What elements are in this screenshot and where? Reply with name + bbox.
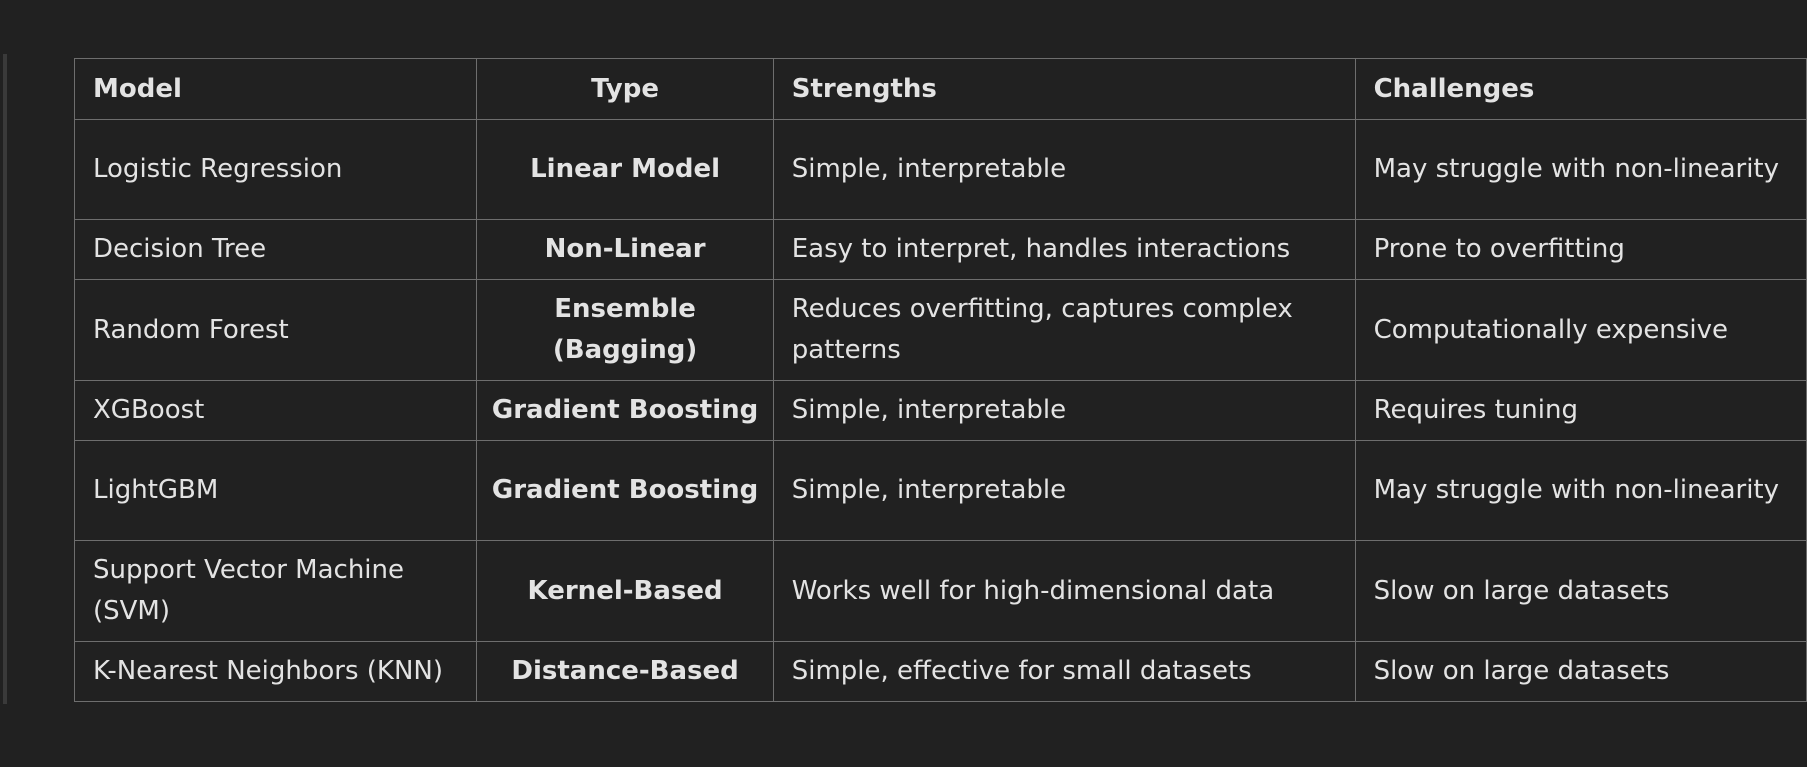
table-row: Support Vector Machine (SVM) Kernel-Base… (73, 540, 1807, 642)
cell-strengths: Simple, effective for small datasets (772, 641, 1356, 702)
cell-type: Ensemble (Bagging) (476, 279, 774, 381)
cell-model: LightGBM (73, 440, 478, 541)
cell-model: Logistic Regression (73, 119, 478, 220)
cell-type: Non-Linear (476, 219, 774, 280)
cell-strengths: Simple, interpretable (772, 380, 1356, 441)
cell-strengths: Simple, interpretable (772, 440, 1356, 541)
cell-type: Distance-Based (476, 641, 774, 702)
header-strengths: Strengths (772, 58, 1356, 120)
table-row: Decision Tree Non-Linear Easy to interpr… (73, 219, 1807, 280)
cell-model: Support Vector Machine (SVM) (73, 540, 478, 642)
cell-model: XGBoost (73, 380, 478, 441)
table-row: K-Nearest Neighbors (KNN) Distance-Based… (73, 641, 1807, 702)
cell-model: K-Nearest Neighbors (KNN) (73, 641, 478, 702)
cell-challenges: May struggle with non-linearity (1354, 440, 1807, 541)
cell-type: Kernel-Based (476, 540, 774, 642)
cell-challenges: May struggle with non-linearity (1354, 119, 1807, 220)
table-row: LightGBM Gradient Boosting Simple, inter… (73, 440, 1807, 541)
cell-challenges: Computationally expensive (1354, 279, 1807, 381)
cell-strengths: Simple, interpretable (772, 119, 1356, 220)
header-model: Model (73, 58, 478, 120)
table-row: Random Forest Ensemble (Bagging) Reduces… (73, 279, 1807, 381)
table-row: XGBoost Gradient Boosting Simple, interp… (73, 380, 1807, 441)
cell-strengths: Works well for high-dimensional data (772, 540, 1356, 642)
cell-model: Random Forest (73, 279, 478, 381)
cell-strengths: Reduces overfitting, captures complex pa… (772, 279, 1356, 381)
header-type: Type (476, 58, 774, 120)
table-row: Logistic Regression Linear Model Simple,… (73, 119, 1807, 220)
cell-type: Gradient Boosting (476, 380, 774, 441)
cell-type: Gradient Boosting (476, 440, 774, 541)
cell-challenges: Slow on large datasets (1354, 641, 1807, 702)
cell-challenges: Requires tuning (1354, 380, 1807, 441)
cell-strengths: Easy to interpret, handles interactions (772, 219, 1356, 280)
cell-challenges: Slow on large datasets (1354, 540, 1807, 642)
cell-challenges: Prone to overfitting (1354, 219, 1807, 280)
model-comparison-table: Model Type Strengths Challenges Logistic… (73, 58, 1807, 702)
cell-model: Decision Tree (73, 219, 478, 280)
left-scroll-indicator (3, 54, 7, 704)
table-header-row: Model Type Strengths Challenges (73, 58, 1807, 120)
cell-type: Linear Model (476, 119, 774, 220)
header-challenges: Challenges (1354, 58, 1807, 120)
